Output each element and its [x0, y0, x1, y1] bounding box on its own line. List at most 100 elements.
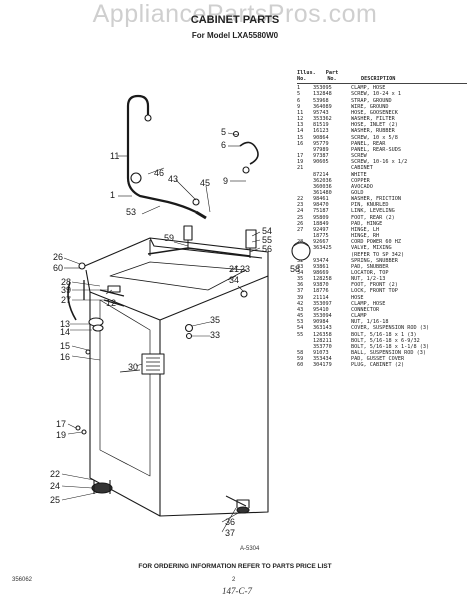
- part-illus-no: 17: [297, 153, 304, 160]
- part-illus-no: 21: [297, 165, 304, 172]
- part-description: VALVE, MIXING: [351, 245, 392, 252]
- parts-row: 97989 PANEL, REAR-SUDS: [297, 147, 467, 153]
- part-description: WIRE, GROUND: [351, 103, 389, 110]
- part-number: 90864: [313, 134, 329, 141]
- part-illus-no: 5: [297, 91, 301, 98]
- part-description: COVER, SUSPENSION ROD (3): [351, 325, 430, 332]
- parts-list-header: Illus. Part: [297, 70, 467, 76]
- part-illus-no: 43: [297, 306, 304, 313]
- part-illus-no: 60: [297, 362, 304, 369]
- part-number: 95779: [313, 140, 329, 147]
- part-description: WASHER, FILTER: [351, 116, 395, 123]
- part-illus-no: 12: [297, 116, 304, 123]
- part-number: 16123: [313, 128, 329, 135]
- callout-23: 23: [240, 264, 250, 274]
- header-part-no: No.: [327, 76, 337, 83]
- part-number: 364089: [313, 103, 332, 110]
- callout-33: 33: [210, 330, 220, 340]
- watermark: AppliancePartsPros.com: [92, 0, 378, 28]
- header-part: Part: [325, 70, 339, 76]
- part-illus-no: 34: [297, 270, 304, 276]
- part-illus-no: 58: [297, 350, 304, 357]
- part-number: 360036: [313, 183, 332, 190]
- part-illus-no: 53: [297, 319, 304, 326]
- part-description: STRAP, GROUND: [351, 97, 392, 104]
- callout-26: 26: [53, 252, 63, 262]
- callout-6: 6: [221, 140, 226, 150]
- part-description: BOLT, 5/16-18 x 1-1/8 (3): [351, 343, 430, 350]
- header-description: DESCRIPTION: [361, 76, 396, 83]
- model-subtitle: For Model LXA5580W0: [191, 31, 279, 40]
- part-illus-no: 37: [297, 288, 304, 295]
- callout-15: 15: [60, 341, 70, 351]
- part-description: SCREW: [351, 153, 367, 160]
- part-description: PAD, GUSSET COVER: [351, 356, 405, 363]
- part-description: WASHER, RUBBER: [351, 128, 395, 135]
- part-description: SCREW, 10-16 x 1/2: [351, 159, 408, 166]
- part-description: FOOT, FRONT (2): [351, 282, 398, 289]
- part-illus-no: 54: [297, 325, 304, 332]
- cabinet-top-edge: [79, 237, 269, 276]
- part-number: 353362: [313, 116, 332, 123]
- part-illus-no: 16: [297, 140, 304, 147]
- callout-39: 39: [61, 285, 71, 295]
- part-number: 98470: [313, 202, 329, 209]
- part-number: 97989: [313, 146, 329, 153]
- part-number: 353095: [313, 85, 332, 92]
- part-number: 90605: [313, 159, 329, 166]
- callout-36: 36: [225, 517, 235, 527]
- part-description: BALL, SUSPENSION ROD (3): [351, 350, 426, 357]
- part-description: GOLD: [351, 189, 364, 196]
- callout-30: 30: [128, 362, 138, 372]
- part-number: 18775: [313, 233, 329, 240]
- part-illus-no: 36: [297, 282, 304, 289]
- part-illus-no: 1: [297, 85, 301, 92]
- page-number: 2: [232, 577, 236, 583]
- part-number: 18849: [313, 220, 329, 227]
- part-description: (REFER TO SP 342): [351, 251, 405, 258]
- callout-58: 58: [290, 264, 300, 274]
- part-number: 95410: [313, 306, 329, 313]
- part-description: BOLT, 5/16-18 x 1 (3): [351, 331, 417, 338]
- part-description: SPRING, SNUBBER: [351, 257, 398, 264]
- part-illus-no: 23: [297, 202, 304, 209]
- part-illus-no: 26: [297, 220, 304, 227]
- part-illus-no: 15: [297, 134, 304, 141]
- parts-row: 12 353362 WASHER, FILTER: [297, 116, 467, 122]
- part-description: CONNECTOR: [351, 306, 380, 313]
- part-illus-no: 27: [297, 226, 304, 233]
- parts-row: (REFER TO SP 342): [297, 252, 467, 258]
- part-description: PAD, SNUBBER: [351, 263, 389, 270]
- part-description: PIN, KNURLED: [351, 202, 389, 209]
- figure-number: A-5304: [240, 546, 260, 552]
- part-number: 98669: [313, 270, 329, 276]
- part-number: 362036: [313, 177, 332, 184]
- part-illus-no: 9: [297, 103, 301, 110]
- part-description: PANEL, REAR-SUDS: [351, 146, 401, 153]
- part-number: 93861: [313, 263, 329, 270]
- page-title: CABINET PARTS: [190, 14, 280, 26]
- callout-54: 54: [262, 226, 272, 236]
- callout-5: 5: [221, 127, 226, 137]
- part-number: 90984: [313, 319, 329, 326]
- callout-37: 37: [225, 528, 235, 538]
- part-description: BOLT, 5/16-18 x 6-9/32: [351, 337, 420, 344]
- callout-11: 11: [110, 151, 119, 161]
